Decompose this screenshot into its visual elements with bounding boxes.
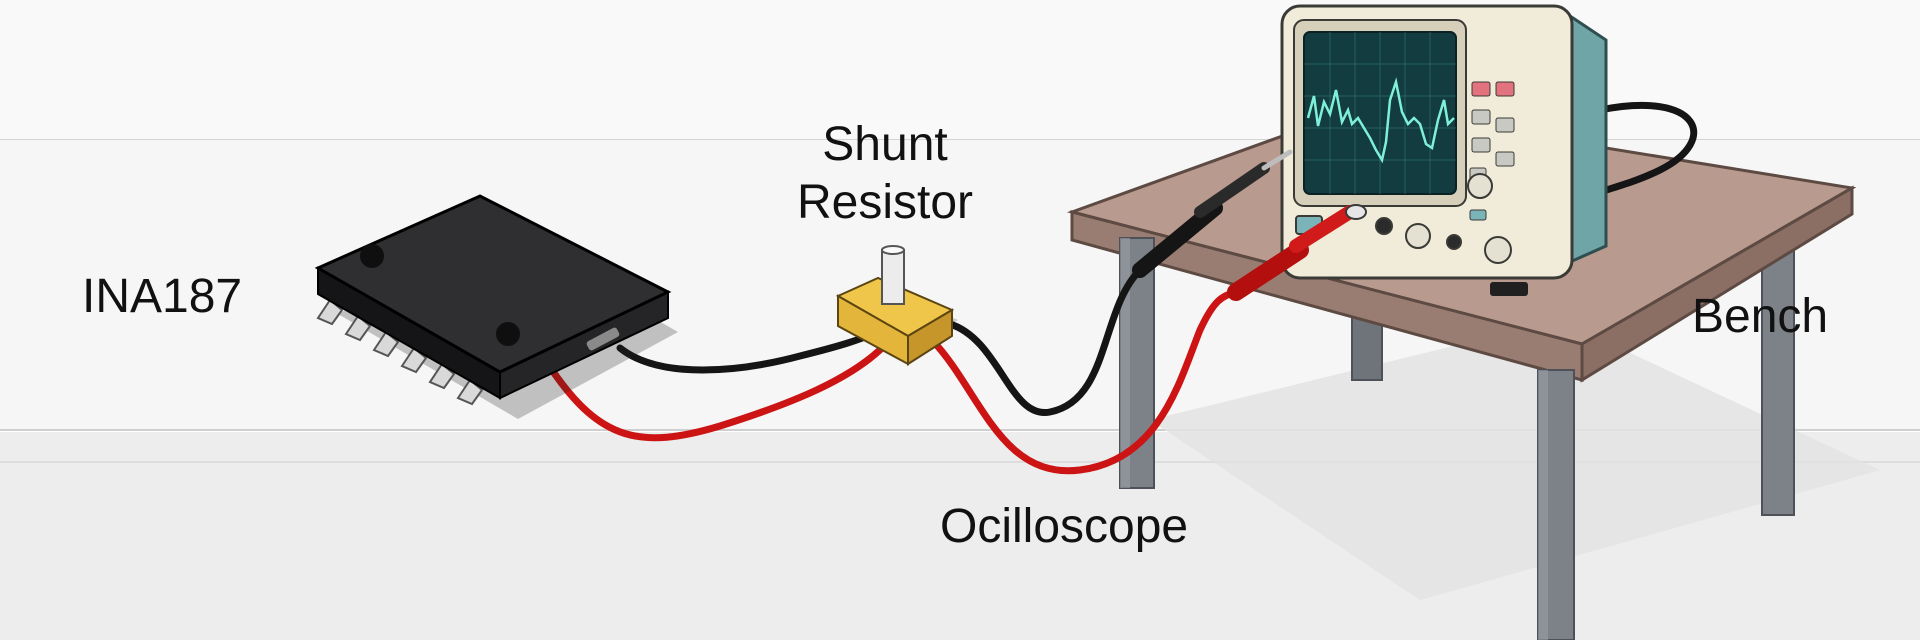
scope-button <box>1495 117 1515 133</box>
black-probe <box>1132 149 1293 278</box>
scope-button <box>1471 137 1491 153</box>
chip-pin1-marker <box>360 244 384 268</box>
shunt-resistor <box>835 245 958 366</box>
resistor-body-side <box>907 308 953 366</box>
red-probe <box>1227 204 1367 301</box>
ina187-chip <box>314 194 678 419</box>
chip-pin <box>428 362 456 390</box>
black-wire <box>616 326 886 374</box>
bench-shadow <box>1150 320 1880 600</box>
chip-pin <box>344 314 372 342</box>
scope-knob <box>1405 223 1431 249</box>
scope-button-red <box>1471 81 1491 97</box>
chip-tab <box>586 327 620 351</box>
chip-body-top <box>314 194 672 374</box>
shunt-resistor-label: Shunt Resistor <box>780 116 990 232</box>
red-wire <box>928 288 1240 475</box>
shunt-label-line1: Shunt <box>822 118 948 171</box>
chip-pin1-marker <box>496 322 520 346</box>
chip-pin <box>400 346 428 374</box>
scope-button <box>1495 151 1515 167</box>
bench-top-edge <box>1580 185 1854 383</box>
shunt-label-line2: Resistor <box>796 176 974 229</box>
scope-knob <box>1484 236 1512 264</box>
oscilloscope-side <box>1568 13 1608 265</box>
ina187-label: INA187 <box>82 270 243 323</box>
scope-input-jack <box>1446 234 1462 250</box>
chip-pin <box>316 298 344 326</box>
chip-pin <box>372 330 400 358</box>
wires <box>548 266 1240 475</box>
waveform-trace <box>1306 77 1455 164</box>
red-wire <box>548 342 888 442</box>
scope-knob <box>1467 173 1493 199</box>
oscilloscope-label: Ocilloscope <box>940 500 1189 553</box>
resistor-terminal <box>881 249 905 305</box>
black-wire <box>946 266 1144 416</box>
scope-input-jack <box>1375 217 1393 235</box>
scope-button-teal <box>1469 209 1487 221</box>
scope-button <box>1471 109 1491 125</box>
chip-pin <box>456 378 484 406</box>
bench-label: Bench <box>1692 290 1829 343</box>
scope-button-red <box>1495 81 1515 97</box>
